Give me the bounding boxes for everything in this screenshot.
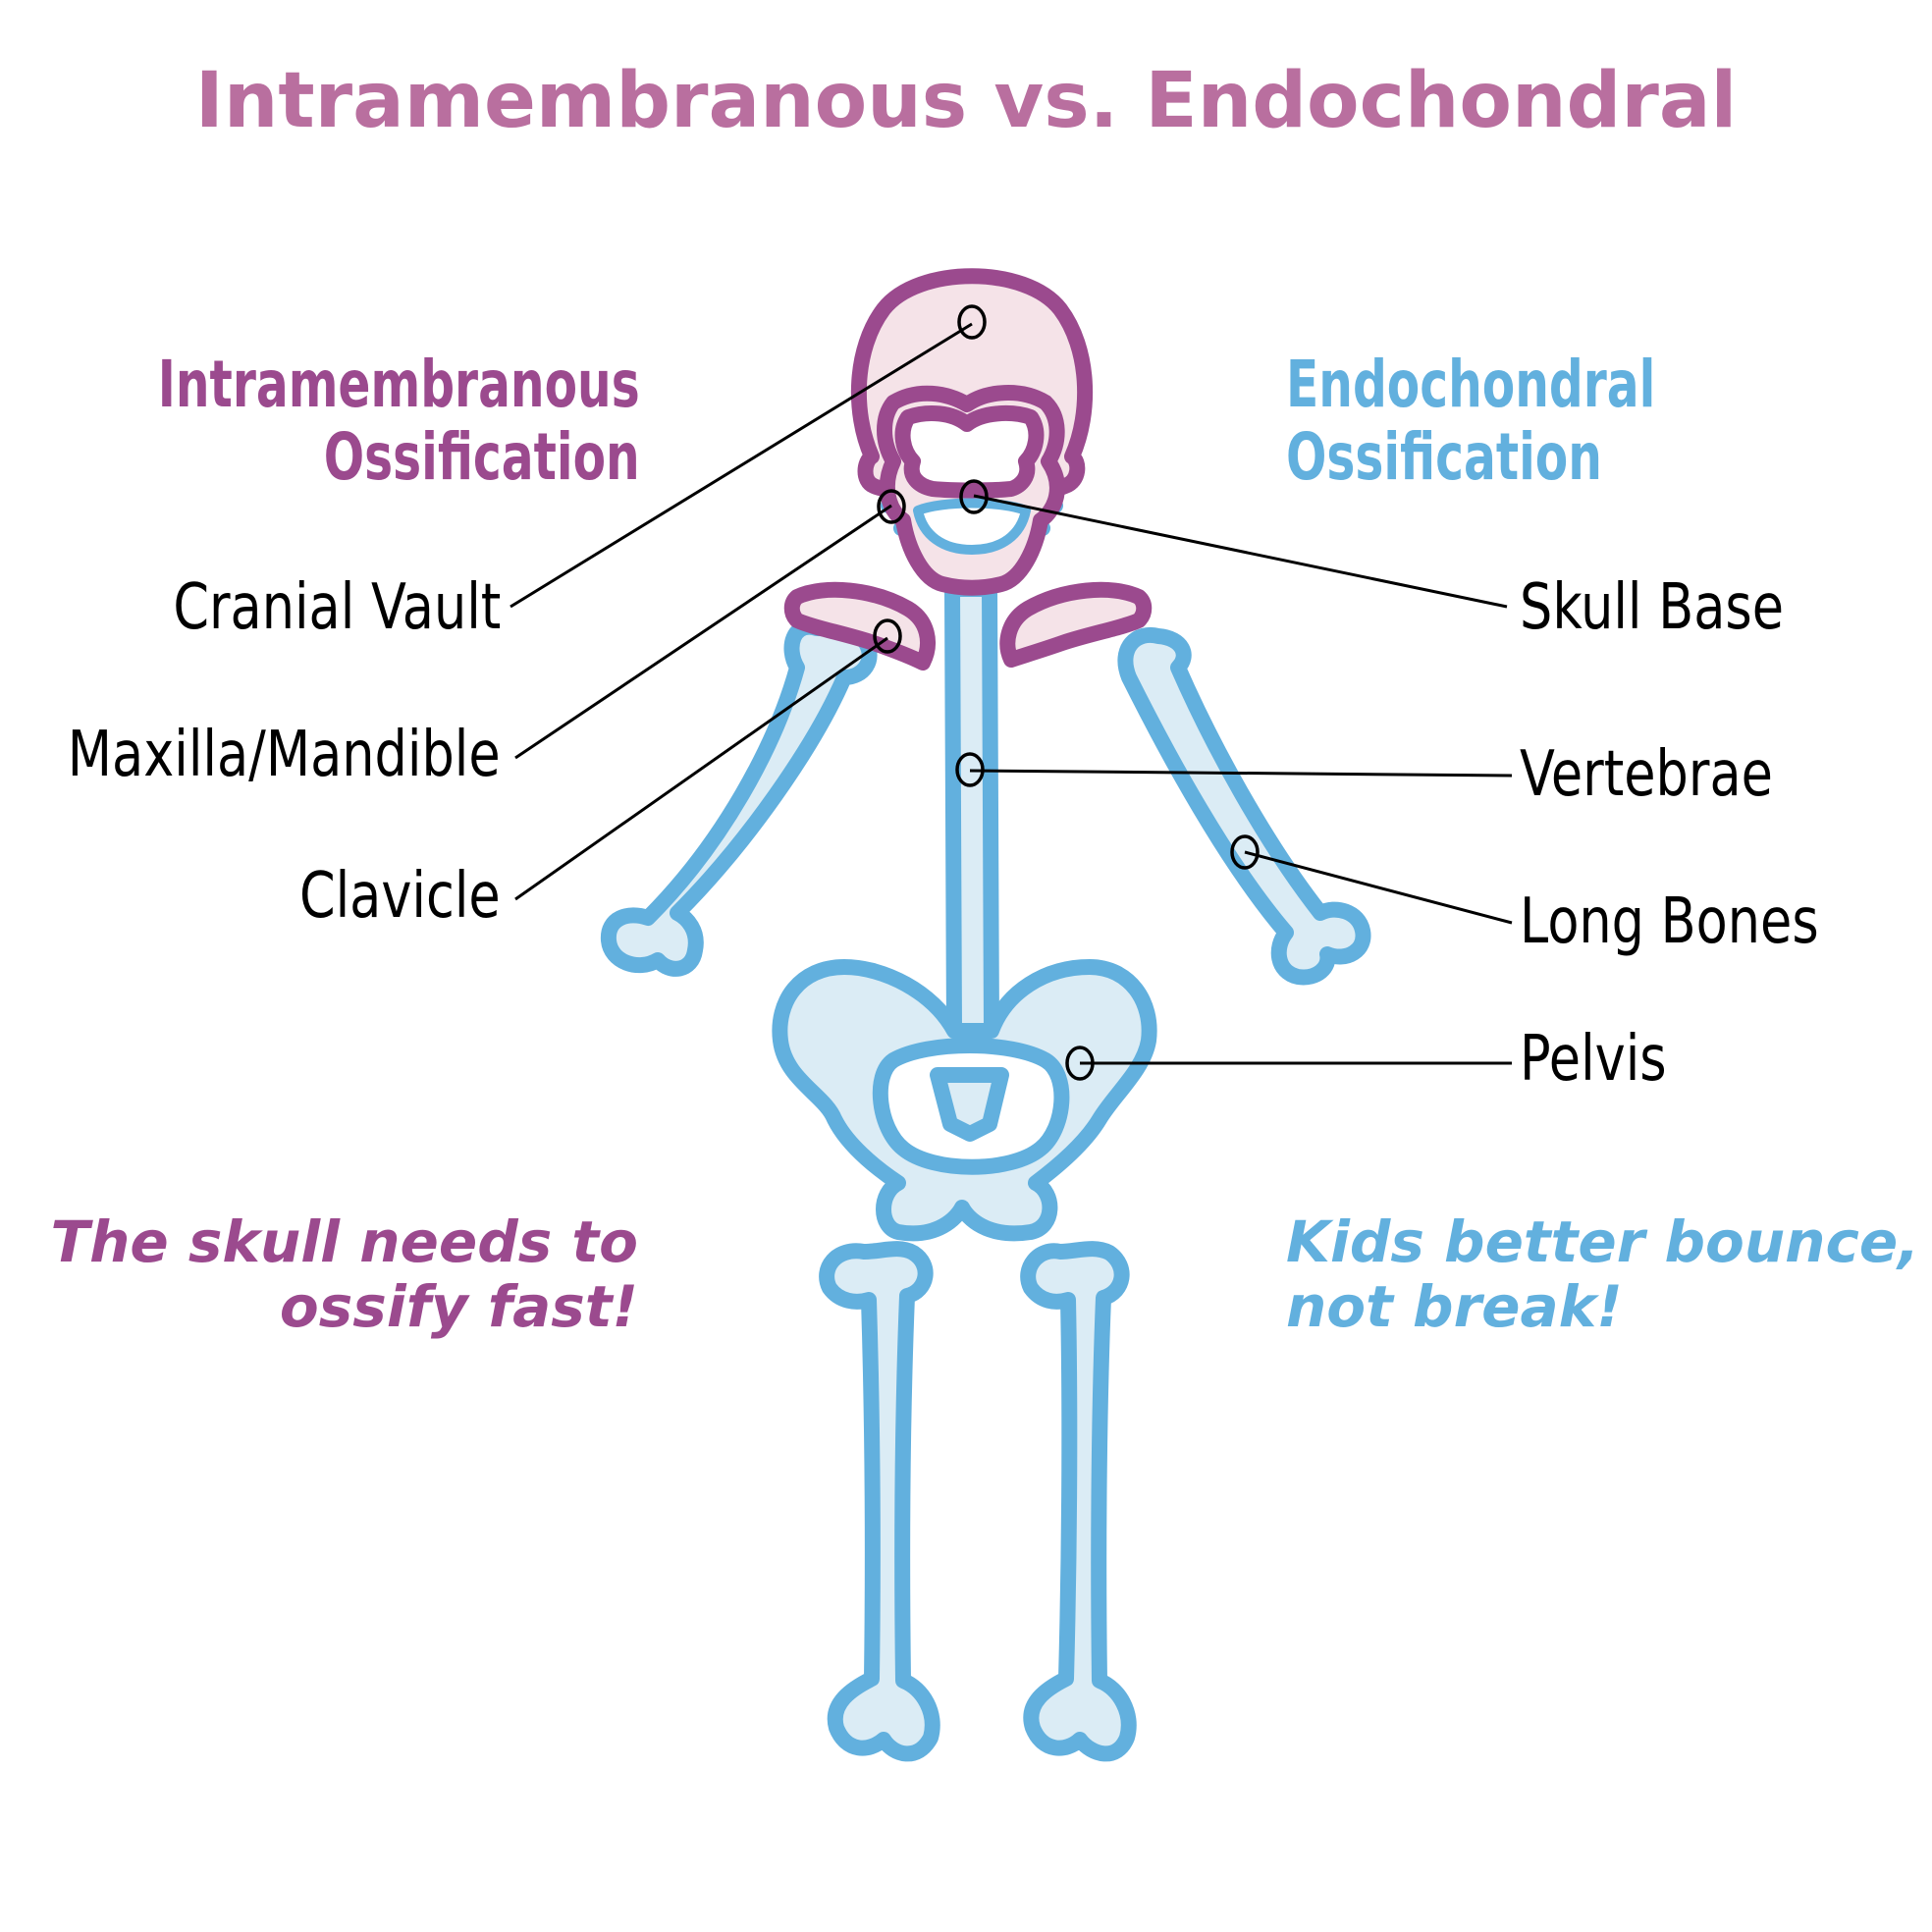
leader-long-bones xyxy=(1244,850,1513,925)
label-long-bones: Long Bones xyxy=(1520,886,1819,958)
marker-maxilla-mandible xyxy=(877,489,906,524)
leader-clavicle xyxy=(514,636,888,901)
eye-socket-area xyxy=(894,405,1045,499)
endochondral-heading-line2: Ossification xyxy=(1286,419,1602,495)
label-pelvis: Pelvis xyxy=(1520,1023,1667,1096)
right-clavicle xyxy=(999,581,1153,668)
sacrum xyxy=(930,1067,1009,1142)
right-femur xyxy=(1020,1241,1137,1762)
intramembranous-heading-line2: Ossification xyxy=(324,419,640,495)
left-arm-bone xyxy=(600,618,878,977)
left-femur xyxy=(819,1241,940,1762)
marker-vertebrae xyxy=(955,752,985,787)
endochondral-note-line1: Kids better bounce, xyxy=(1286,1208,1920,1275)
label-skull-base: Skull Base xyxy=(1520,571,1784,644)
marker-circles xyxy=(873,304,1260,1081)
endochondral-heading-line1: Endochondral xyxy=(1286,347,1656,422)
intramembranous-note-line2: ossify fast! xyxy=(279,1273,638,1340)
label-cranial-vault: Cranial Vault xyxy=(172,571,501,644)
marker-skull-base xyxy=(959,479,989,514)
endochondral-note-line2: not break! xyxy=(1286,1273,1623,1340)
endochondral-note: Kids better bounce, not break! xyxy=(1286,1209,1919,1339)
leader-maxilla-mandible xyxy=(514,504,892,760)
marker-long-bones xyxy=(1230,834,1260,870)
marker-clavicle xyxy=(873,618,902,654)
page-title: Intramembranous vs. Endochondral xyxy=(194,57,1738,145)
leader-vertebrae xyxy=(969,769,1513,778)
right-arm-bone xyxy=(1117,626,1371,986)
label-maxilla-mandible: Maxilla/Mandible xyxy=(68,719,501,791)
leader-cranial-vault xyxy=(510,322,973,609)
leader-lines xyxy=(510,322,1513,1065)
intramembranous-bones xyxy=(783,268,1153,671)
label-clavicle: Clavicle xyxy=(299,860,501,933)
endochondral-bones xyxy=(600,490,1371,1762)
endochondral-heading: Endochondral Ossification xyxy=(1286,349,1655,494)
marker-pelvis xyxy=(1065,1046,1095,1081)
left-clavicle xyxy=(783,581,936,671)
label-vertebrae: Vertebrae xyxy=(1520,738,1773,811)
leader-skull-base xyxy=(973,494,1508,609)
marker-cranial-vault xyxy=(957,304,987,340)
intramembranous-note-line1: The skull needs to xyxy=(50,1208,639,1275)
mouth-area xyxy=(913,498,1031,555)
intramembranous-heading: Intramembranous Ossification xyxy=(158,349,640,494)
intramembranous-note: The skull needs to ossify fast! xyxy=(51,1209,639,1339)
spine xyxy=(944,581,999,1039)
intramembranous-heading-line1: Intramembranous xyxy=(158,347,640,422)
